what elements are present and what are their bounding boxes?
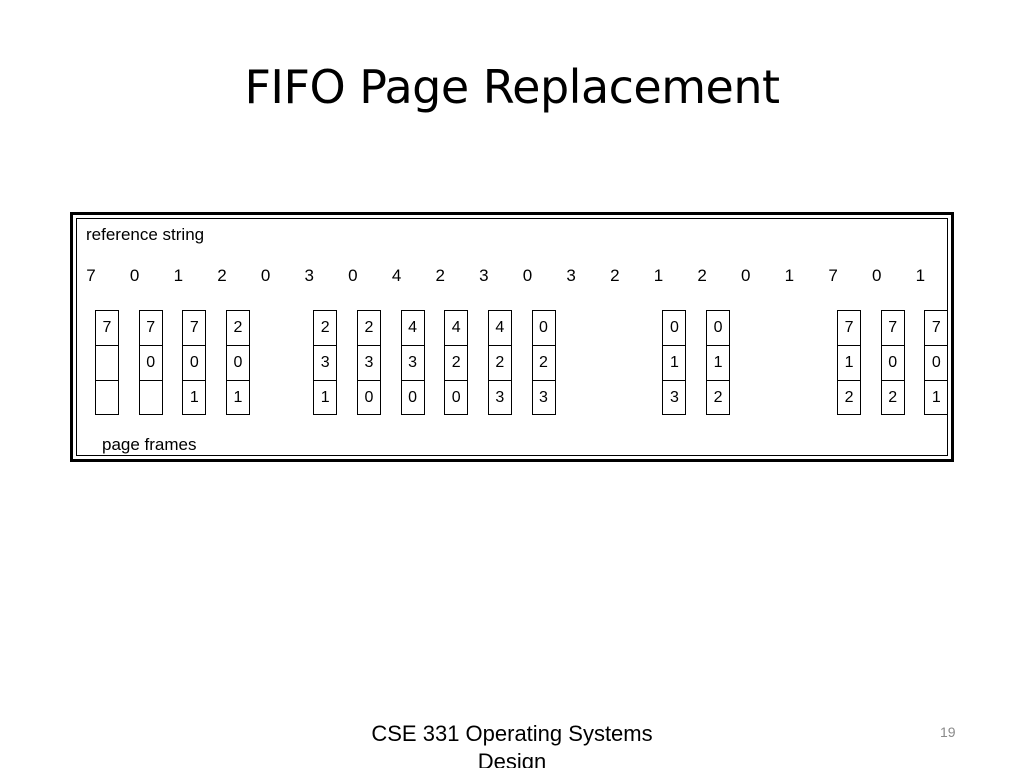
reference-string-item: 2 [435, 266, 445, 285]
page-frame-cell: 1 [233, 389, 243, 406]
page-frame-cell: 7 [96, 311, 118, 346]
page-frame-cell: 1 [707, 346, 730, 381]
page-frame-cell: 3 [314, 346, 337, 381]
page-frame-cell: 0 [451, 389, 461, 406]
slide-page-number: 19 [940, 724, 956, 740]
reference-string-item: 2 [610, 266, 620, 285]
reference-string-item: 0 [871, 266, 882, 285]
page-frame-cell: 2 [713, 389, 723, 406]
page-frame-cell: 2 [844, 389, 854, 406]
page-frame-cell: 7 [881, 311, 904, 346]
reference-string-item: 1 [915, 266, 926, 285]
reference-string-item: 0 [741, 266, 751, 285]
page-frames-label: page frames [102, 435, 197, 454]
page-frame-column: 7 [95, 310, 119, 415]
reference-string-item: 4 [391, 266, 402, 285]
slide-footer: CSE 331 Operating Systems Design [371, 721, 653, 768]
reference-string-item: 3 [566, 266, 576, 285]
reference-string-item: 1 [784, 266, 795, 285]
page-frame-cell [96, 346, 118, 381]
page-frame-cell: 0 [532, 311, 555, 346]
reference-string-item: 3 [479, 266, 489, 285]
page-frame-cell: 7 [183, 311, 206, 346]
page-frame-cell: 3 [357, 346, 380, 381]
page-frame-cell: 4 [488, 311, 511, 346]
page-frame-cell: 3 [495, 389, 505, 406]
page-frame-cell: 0 [881, 346, 904, 381]
page-frame-cell: 2 [226, 311, 249, 346]
reference-string-item: 2 [697, 266, 707, 285]
page-frame-cell: 0 [364, 389, 374, 406]
reference-string-item: 0 [129, 266, 140, 285]
page-frame-cell: 1 [838, 346, 861, 381]
page-frame-cell: 7 [838, 311, 861, 346]
page-frame-cell: 4 [445, 311, 468, 346]
page-frame-cell: 7 [925, 311, 948, 346]
reference-string-item: 0 [260, 266, 271, 285]
page-frame-cell: 0 [408, 389, 417, 406]
page-frame-cell: 2 [488, 346, 511, 381]
page-frame-cell: 2 [314, 311, 337, 346]
reference-string-item: 0 [348, 266, 358, 285]
page-frame-cell: 1 [931, 389, 941, 406]
page-frame-cell: 0 [183, 346, 206, 381]
page-frame-cell: 1 [663, 346, 686, 381]
reference-string-label: reference string [86, 225, 205, 244]
page-frame-cell: 0 [663, 311, 686, 346]
page-frame-cell: 2 [888, 389, 898, 406]
page-frame-cell: 0 [707, 311, 730, 346]
reference-string-item: 0 [522, 266, 533, 285]
page-frame-cell: 3 [401, 346, 424, 381]
reference-string-item: 7 [86, 266, 96, 285]
reference-string-item: 1 [653, 266, 664, 285]
page-frame-cell: 2 [357, 311, 380, 346]
reference-string-item: 3 [304, 266, 314, 285]
page-frame-cell: 0 [139, 346, 162, 381]
page-frame-cell: 2 [532, 346, 555, 381]
page-frame-cell [96, 381, 118, 416]
slide-title: FIFO Page Replacement [244, 60, 780, 114]
page-frame-cell: 3 [669, 389, 679, 406]
page-frame-cell: 2 [445, 346, 468, 381]
reference-string-item: 2 [217, 266, 227, 285]
page-frame-cell: 1 [189, 389, 199, 406]
page-frame-cell: 1 [320, 389, 330, 406]
page-frame-cell: 4 [401, 311, 424, 346]
page-frame-cell: 0 [226, 346, 249, 381]
page-frame-cell: 7 [139, 311, 162, 346]
page-frame-cell: 0 [925, 346, 948, 381]
reference-string-item: 1 [173, 266, 184, 285]
page-frame-cell [140, 381, 162, 416]
page-frame-cell: 3 [539, 389, 548, 406]
reference-string-item: 7 [828, 266, 838, 285]
